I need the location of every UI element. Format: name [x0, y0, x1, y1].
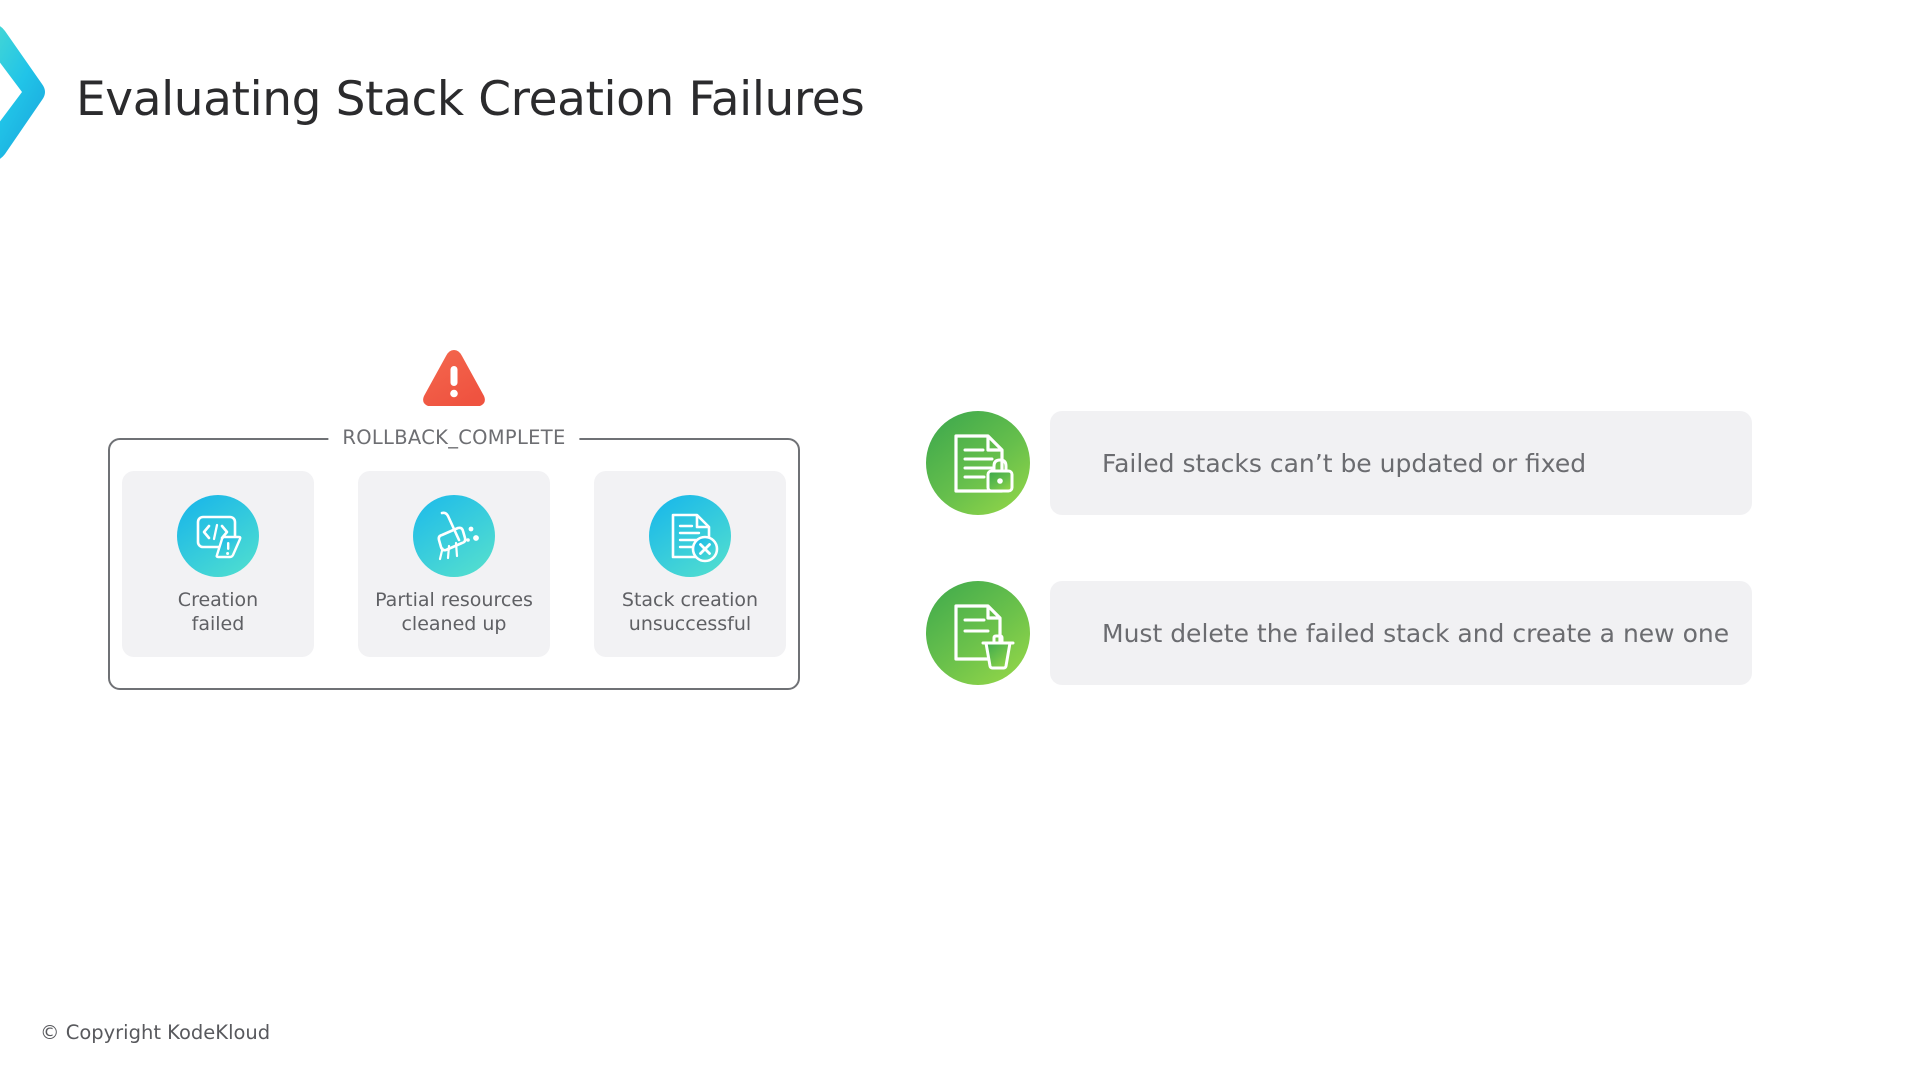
point-icon-ring: [920, 575, 1036, 691]
broom-cleanup-icon: [413, 495, 495, 578]
list-item[interactable]: Failed stacks can’t be updated or fixed: [920, 405, 1760, 521]
outcome-card-creation-failed[interactable]: Creation failed: [122, 471, 314, 657]
copyright-footer: © Copyright KodeKloud: [40, 1021, 271, 1044]
document-lock-icon: [926, 411, 1030, 515]
point-bar: Must delete the failed stack and create …: [1050, 581, 1752, 685]
outcome-card-label: Creation failed: [177, 589, 259, 635]
list-item[interactable]: Must delete the failed stack and create …: [920, 575, 1760, 691]
status-badge: ROLLBACK_COMPLETE: [328, 426, 580, 449]
warning-triangle-icon: [421, 348, 487, 410]
outcome-card-stack-unsuccessful[interactable]: Stack creation unsuccessful: [594, 471, 786, 657]
point-text: Failed stacks can’t be updated or fixed: [1102, 448, 1587, 478]
key-points-list: Failed stacks can’t be updated or fixed: [920, 405, 1760, 745]
outcome-card-list: Creation failed: [108, 438, 800, 690]
outcome-card-label: Stack creation unsuccessful: [621, 589, 759, 635]
outcome-card-partial-cleanup[interactable]: Partial resources cleaned up: [358, 471, 550, 657]
point-icon-ring: [920, 405, 1036, 521]
chevron-right-logo-icon: [0, 18, 48, 166]
document-trash-icon: [926, 581, 1030, 685]
rollback-diagram: ROLLBACK_COMPLETE: [108, 348, 800, 690]
outcome-card-label: Partial resources cleaned up: [375, 589, 533, 635]
code-window-warning-icon: [177, 495, 259, 578]
point-text: Must delete the failed stack and create …: [1102, 618, 1730, 648]
point-bar: Failed stacks can’t be updated or fixed: [1050, 411, 1752, 515]
document-error-icon: [649, 495, 731, 578]
page-title: Evaluating Stack Creation Failures: [76, 72, 865, 127]
